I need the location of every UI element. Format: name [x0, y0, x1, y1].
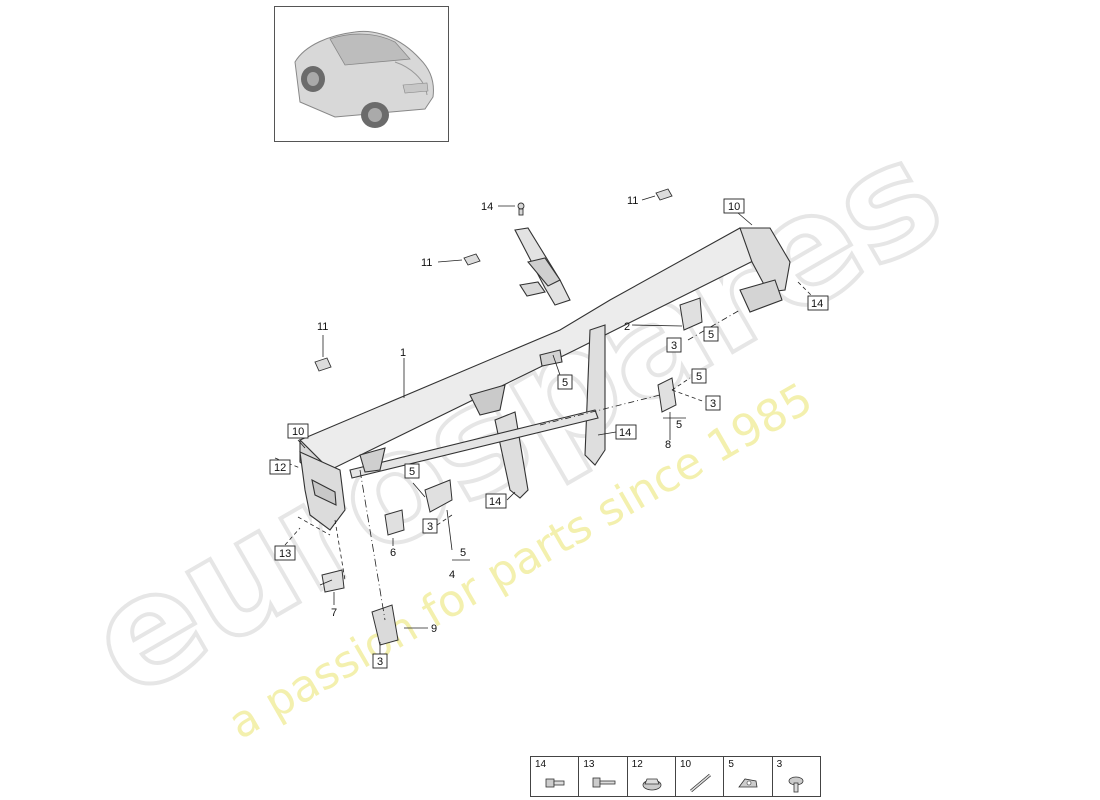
- part-7-bracket: [321, 569, 345, 593]
- callout-3-near-2: 3: [671, 340, 677, 352]
- callout-5-near-6: 5: [409, 466, 415, 478]
- callout-11-left: 11: [317, 321, 328, 333]
- callout-5-above-4: 5: [460, 547, 466, 559]
- callout-5-near-8: 5: [696, 371, 702, 383]
- bolt-flange-icon: [545, 778, 565, 788]
- part-4-bracket: [424, 479, 453, 513]
- callout-3-near-8: 3: [710, 398, 716, 410]
- callout-box-14-right: [807, 295, 829, 311]
- callout-14-right: 14: [811, 298, 823, 310]
- leader-lines: [274, 195, 813, 655]
- part-9-bracket: [371, 604, 399, 646]
- legend-cell-13: 13: [579, 757, 628, 796]
- part-6-bracket: [384, 509, 405, 536]
- screw-icon: [788, 776, 804, 793]
- callout-box-5-near-8: [691, 368, 707, 384]
- callout-4: 4: [449, 569, 455, 581]
- part-2-bracket: [679, 297, 703, 331]
- callout-9: 9: [431, 623, 437, 635]
- callout-box-12: [269, 459, 291, 475]
- legend-label-5: 5: [728, 759, 734, 770]
- callout-box-14-center: [615, 424, 637, 440]
- car-suv-thumbnail-icon: [294, 30, 434, 128]
- legend-cell-14: 14: [531, 757, 580, 796]
- legend-cell-12: 12: [628, 757, 676, 796]
- legend-cell-3: 3: [773, 757, 820, 796]
- stud-bolt-icon: [690, 773, 711, 793]
- callout-2: 2: [624, 321, 630, 333]
- callout-12: 12: [274, 462, 286, 474]
- callout-6: 6: [390, 547, 396, 559]
- callout-14-top: 14: [481, 201, 493, 213]
- callout-3-near-4: 3: [427, 521, 433, 533]
- legend-label-13: 13: [583, 759, 595, 770]
- callout-5-above-8: 5: [676, 419, 682, 431]
- callout-1: 1: [400, 347, 406, 359]
- clip-nut-icon: [738, 778, 758, 788]
- part-14-bolt-top: [517, 202, 525, 216]
- callout-box-5-beam: [557, 374, 573, 390]
- callout-box-10-topright: [723, 198, 745, 214]
- callout-box-14-lower: [485, 493, 507, 509]
- flange-nut-icon: [642, 778, 662, 791]
- callout-11-topright: 11: [627, 195, 638, 207]
- part-11-clips: [314, 188, 673, 372]
- callout-box-10-left: [287, 423, 309, 439]
- callout-14-center: 14: [619, 427, 631, 439]
- callout-box-3-near-4: [422, 518, 438, 534]
- cross-car-beam: [299, 227, 791, 531]
- callout-13: 13: [279, 548, 291, 560]
- callout-10-topright: 10: [728, 201, 740, 213]
- legend-label-14: 14: [535, 759, 547, 770]
- callout-5-near-2: 5: [708, 329, 714, 341]
- legend-label-10: 10: [679, 759, 692, 770]
- callout-labels: 14 11 10 11 14 11 2 5 3 1 5 5 3 5 8: [269, 195, 829, 669]
- callout-7: 7: [331, 607, 337, 619]
- callout-box-3-near-2: [666, 337, 682, 353]
- callout-box-5-near-6: [404, 463, 420, 479]
- callout-box-3-near-8: [705, 395, 721, 411]
- callout-box-5-near-2: [703, 326, 719, 342]
- callout-5-beam: 5: [562, 377, 568, 389]
- legend-label-12: 12: [631, 759, 643, 770]
- long-bolt-icon: [592, 777, 616, 788]
- legend-cell-5: 5: [724, 757, 773, 796]
- callout-14-lower: 14: [489, 496, 501, 508]
- vehicle-thumbnail: [274, 6, 449, 142]
- callout-box-3-bottom: [372, 653, 388, 669]
- callout-box-13: [274, 545, 296, 561]
- fastener-legend: 14 13 12 10 5 3: [530, 756, 821, 797]
- part-8-bracket: [657, 377, 677, 413]
- callout-3-bottom: 3: [377, 656, 383, 668]
- callout-8: 8: [665, 439, 671, 451]
- callout-11-mid: 11: [421, 257, 432, 269]
- legend-cell-10: 10: [676, 757, 725, 796]
- legend-label-3: 3: [776, 759, 783, 770]
- callout-10-left: 10: [292, 426, 304, 438]
